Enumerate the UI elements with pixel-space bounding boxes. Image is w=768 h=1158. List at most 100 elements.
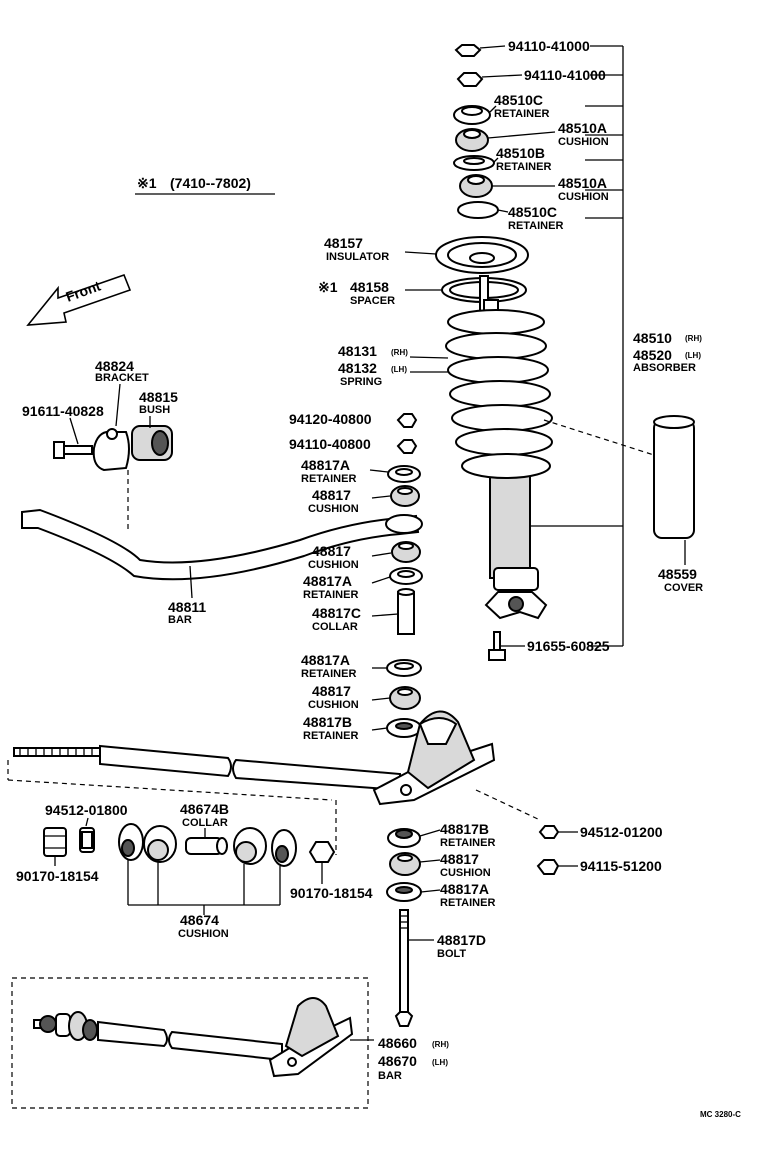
front-arrow: Front <box>26 273 132 326</box>
bracket-nut-1-part: 94512-01200 <box>580 824 663 840</box>
rod-cushion-part: 48674 <box>180 912 219 928</box>
rod-nut-left-part: 90170-18154 <box>16 868 99 884</box>
insulator-48157-part: 48157 <box>324 235 363 251</box>
bar-cushion-2-name: CUSHION <box>308 559 359 571</box>
lower-retainer-a-name: RETAINER <box>301 668 356 680</box>
bracket-retainer-a-part: 48817A <box>440 881 489 897</box>
cover-48559-part: 48559 <box>658 566 697 582</box>
lower-retainer-b-name: RETAINER <box>303 730 358 742</box>
absorber-bolt-part: 91655-60825 <box>527 638 610 654</box>
bar-nut-2: 94110-40800 <box>289 436 418 454</box>
retainer-48510b-part: 48510B <box>496 145 545 161</box>
top-nut-2-part: 94110-41000 <box>524 67 606 83</box>
bar-retainer-a-1-name: RETAINER <box>301 473 356 485</box>
spring-part2: 48132 <box>338 360 377 376</box>
cushion-48510a-1-part: 48510A <box>558 120 607 136</box>
strut-bar-name: BAR <box>378 1070 402 1082</box>
bar-48811-part: 48811 <box>168 599 206 615</box>
lower-retainer-a: 48817A RETAINER <box>301 652 422 680</box>
bush-48815-name: BUSH <box>139 404 170 416</box>
absorber-part2: 48520 <box>633 347 672 363</box>
bracket-48824: 48824 BRACKET <box>92 358 149 472</box>
spring-side2: (LH) <box>391 365 407 374</box>
strut-bar-assembly-box: 48660 (RH) 48670 (LH) BAR <box>11 977 449 1109</box>
absorber-leader-bracket <box>530 45 624 647</box>
front-arrow-icon <box>26 273 132 326</box>
bracket-retainer-a-name: RETAINER <box>440 897 495 909</box>
absorber-label: 48510 (RH) 48520 (LH) ABSORBER <box>633 330 702 374</box>
lower-cushion: 48817 CUSHION <box>308 683 421 711</box>
bracket-cushion-name: CUSHION <box>440 867 491 879</box>
bracket-bolt: 91611-40828 <box>22 403 104 459</box>
strut-rod-assembly <box>7 710 541 855</box>
bracket-48824-part: 48824 <box>95 358 134 374</box>
rod-collar: 48674B COLLAR <box>180 801 229 855</box>
strut-bar-side2: (LH) <box>432 1058 448 1067</box>
bracket-nut-2-part: 94115-51200 <box>580 858 662 874</box>
lower-cushion-name: CUSHION <box>308 699 359 711</box>
spring-name: SPRING <box>340 376 382 388</box>
cushion-48510a-2: 48510A CUSHION <box>459 174 609 203</box>
insulator-48157-name: INSULATOR <box>326 251 389 263</box>
rod-collar-part: 48674B <box>180 801 229 817</box>
rod-cushion-name: CUSHION <box>178 928 229 940</box>
retainer-48510c-top-part: 48510C <box>494 92 543 108</box>
shock-absorber-body <box>479 275 548 620</box>
cushion-48510a-2-name: CUSHION <box>558 191 609 203</box>
bar-collar: 48817C COLLAR <box>312 588 415 635</box>
bracket-48824-name: BRACKET <box>95 372 149 384</box>
lower-retainer-a-part: 48817A <box>301 652 350 668</box>
bracket-retainer-a: 48817A RETAINER <box>386 881 495 909</box>
bar-cushion-1-name: CUSHION <box>308 503 359 515</box>
coil-spring: 48131 (RH) 48132 (LH) SPRING <box>338 309 553 479</box>
bracket-bolt-part: 91611-40828 <box>22 403 104 419</box>
cover-48559: 48559 COVER <box>543 415 703 594</box>
bar-retainer-a-2-name: RETAINER <box>303 589 358 601</box>
absorber-bolt: 91655-60825 <box>488 631 610 661</box>
cushion-48510a-2-part: 48510A <box>558 175 607 191</box>
cushion-48510a-1: 48510A CUSHION <box>455 120 609 152</box>
absorber-side2: (LH) <box>685 351 701 360</box>
bracket-bolt-48817d-part: 48817D <box>437 932 486 948</box>
retainer-48510c-2-name: RETAINER <box>508 220 563 232</box>
absorber-part1: 48510 <box>633 330 672 346</box>
bar-retainer-a-2-part: 48817A <box>303 573 352 589</box>
spacer-48158-name: SPACER <box>350 295 395 307</box>
bar-collar-part: 48817C <box>312 605 361 621</box>
spring-side1: (RH) <box>391 348 408 357</box>
top-nut-2: 94110-41000 <box>456 67 606 87</box>
retainer-48510b-name: RETAINER <box>496 161 551 173</box>
note-mark: ※1 <box>137 175 157 191</box>
bracket-nut-1: 94512-01200 <box>538 824 663 840</box>
bracket-retainer-b: 48817B RETAINER <box>387 821 495 849</box>
cushion-48510a-1-name: CUSHION <box>558 136 609 148</box>
bar-retainer-a-1-part: 48817A <box>301 457 350 473</box>
threaded-end <box>13 747 101 757</box>
rod-collar-name: COLLAR <box>182 817 228 829</box>
bracket-bolt-48817d: 48817D BOLT <box>394 909 486 1027</box>
applicability-note: ※1 (7410--7802) <box>135 175 275 195</box>
bracket-retainer-b-part: 48817B <box>440 821 489 837</box>
bar-cushion-2: 48817 CUSHION <box>308 541 421 571</box>
bar-collar-name: COLLAR <box>312 621 358 633</box>
spacer-48158-part: 48158 <box>350 279 389 295</box>
bar-nut-2-part: 94110-40800 <box>289 436 371 452</box>
bracket-retainer-b-name: RETAINER <box>440 837 495 849</box>
rod-nut-a-part: 94512-01800 <box>45 802 128 818</box>
insulator-48157: 48157 INSULATOR <box>324 235 529 274</box>
cover-48559-name: COVER <box>664 582 703 594</box>
lower-cushion-part: 48817 <box>312 683 351 699</box>
lower-retainer-b-part: 48817B <box>303 714 352 730</box>
rod-nut-left: 90170-18154 <box>16 827 99 884</box>
bar-nut-1-part: 94120-40800 <box>289 411 372 427</box>
absorber-side1: (RH) <box>685 334 702 343</box>
stabilizer-bar-48811: 48811 BAR <box>21 508 423 626</box>
bush-48815-part: 48815 <box>139 389 178 405</box>
retainer-48510c-2-part: 48510C <box>508 204 557 220</box>
rod-nut-right-part: 90170-18154 <box>290 885 373 901</box>
bar-cushion-2-part: 48817 <box>312 543 351 559</box>
rod-cushions: 48674 CUSHION <box>118 823 297 940</box>
absorber-name: ABSORBER <box>633 362 696 374</box>
strut-bar-side1: (RH) <box>432 1040 449 1049</box>
